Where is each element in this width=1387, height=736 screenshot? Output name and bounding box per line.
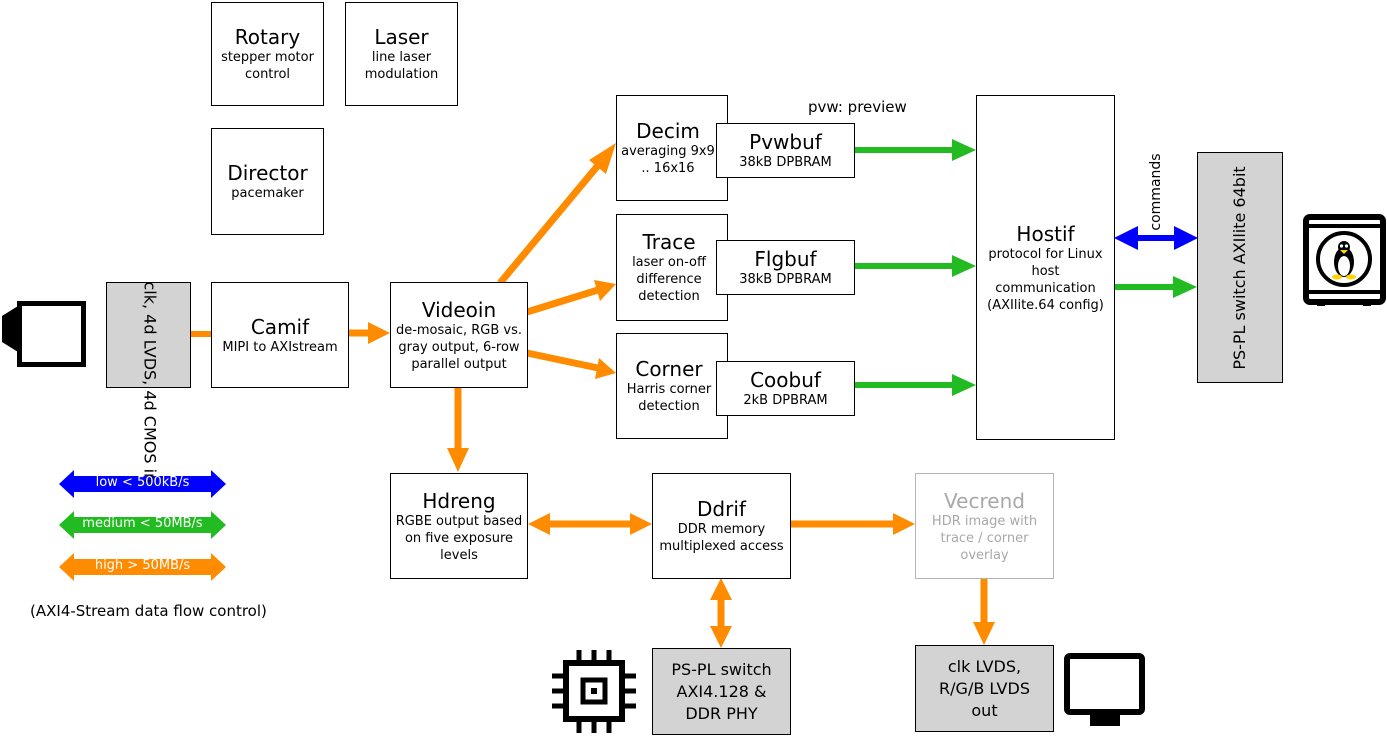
arrow-ddrif-psplswitch xyxy=(710,578,732,648)
trace-title: Trace xyxy=(642,230,696,254)
videoin-subtitle: de-mosaic, RGB vs. gray output, 6-row pa… xyxy=(395,322,523,372)
arrow-ddrif-to-vecrend xyxy=(790,513,915,535)
rotary-subtitle: stepper motor control xyxy=(221,50,314,82)
arrow-vecrend-to-lvds-out xyxy=(973,578,995,645)
block-pvwbuf: Pvwbuf 38kB DPBRAM xyxy=(716,123,855,178)
vecrend-title: Vecrend xyxy=(944,488,1025,513)
legend-arrow-low xyxy=(59,470,226,498)
decim-subtitle: averaging 9x9 .. 16x16 xyxy=(621,144,715,176)
videoin-title: Videoin xyxy=(421,297,497,322)
corner-subtitle: Harris corner detection xyxy=(626,382,712,414)
pvwbuf-title: Pvwbuf xyxy=(749,130,822,154)
block-hdreng: Hdreng RGBE output based on five exposur… xyxy=(390,473,528,579)
arrow-cmos-to-camif xyxy=(190,331,212,337)
arrow-videoin-to-trace xyxy=(525,280,616,316)
rotary-title: Rotary xyxy=(234,25,301,49)
arrow-hdreng-ddrif xyxy=(528,513,652,535)
camera-icon xyxy=(2,301,86,367)
block-laser: Laser line laser modulation xyxy=(345,2,458,106)
corner-title: Corner xyxy=(635,357,703,381)
lvds-out-label: clk LVDS, R/G/B LVDS out xyxy=(939,656,1030,720)
arrow-pvwbuf-to-hostif xyxy=(854,139,976,161)
block-flgbuf: Flgbuf 38kB DPBRAM xyxy=(716,240,855,295)
block-director: Director pacemaker xyxy=(211,128,324,235)
orange-arrows xyxy=(190,143,995,648)
block-trace: Trace laser on-off difference detection xyxy=(616,214,728,321)
arrow-camif-to-videoin xyxy=(348,322,390,344)
pvw-preview-label: pvw: preview xyxy=(808,98,907,116)
block-corner: Corner Harris corner detection xyxy=(616,333,728,439)
arrow-coobuf-to-hostif xyxy=(854,374,976,396)
ps-pl-axi4-label: PS-PL switch AXI4.128 & DDR PHY xyxy=(671,659,772,723)
decim-title: Decim xyxy=(636,119,700,143)
hostif-subtitle: protocol for Linux host communication (A… xyxy=(987,246,1104,313)
arrow-commands-bidirectional xyxy=(1114,226,1198,250)
trace-subtitle: laser on-off difference detection xyxy=(632,255,706,304)
camif-title: Camif xyxy=(250,314,310,339)
block-coobuf: Coobuf 2kB DPBRAM xyxy=(716,361,855,416)
arrow-flgbuf-to-hostif xyxy=(854,255,976,277)
legend-arrow-medium xyxy=(59,511,226,539)
vecrend-subtitle: HDR image with trace / corner overlay xyxy=(931,513,1038,563)
director-subtitle: pacemaker xyxy=(231,186,304,201)
laser-subtitle: line laser modulation xyxy=(364,50,439,82)
legend-medium-label: medium < 50MB/s xyxy=(82,516,203,531)
cmos-input-label: clk, 4d LVDS, 4d CMOS in xyxy=(140,281,160,484)
arrow-videoin-to-decim xyxy=(497,143,616,286)
flgbuf-subtitle: 38kB DPBRAM xyxy=(739,272,832,287)
camif-subtitle: MIPI to AXIstream xyxy=(222,339,338,355)
ps-pl-axilite-block: PS-PL switch AXIlite 64bit xyxy=(1197,152,1283,383)
ddrif-title: Ddrif xyxy=(697,497,746,521)
pvwbuf-subtitle: 38kB DPBRAM xyxy=(739,155,832,170)
arrow-videoin-to-hdreng xyxy=(447,387,469,472)
legend-high-label: high > 50MB/s xyxy=(94,558,191,573)
arrow-videoin-to-corner xyxy=(526,349,616,379)
flgbuf-title: Flgbuf xyxy=(754,247,817,271)
ps-pl-axilite-label: PS-PL switch AXIlite 64bit xyxy=(1230,166,1249,370)
hdreng-title: Hdreng xyxy=(422,488,496,513)
cmos-input-block: clk, 4d LVDS, 4d CMOS in xyxy=(106,281,191,484)
legend-arrow-high xyxy=(59,553,226,581)
arrow-hostif-to-axilite xyxy=(1114,276,1197,298)
legend-low-label: low < 500kB/s xyxy=(95,475,190,490)
hostif-title: Hostif xyxy=(1016,221,1075,246)
hdreng-subtitle: RGBE output based on five exposure level… xyxy=(395,513,523,563)
block-camif: Camif MIPI to AXIstream xyxy=(211,282,349,388)
coobuf-subtitle: 2kB DPBRAM xyxy=(743,393,828,408)
director-title: Director xyxy=(227,161,308,185)
block-ddrif: Ddrif DDR memory multiplexed access xyxy=(652,473,791,579)
block-rotary: Rotary stepper motor control xyxy=(211,2,324,106)
chip-icon xyxy=(552,650,636,733)
block-videoin: Videoin de-mosaic, RGB vs. gray output, … xyxy=(390,282,528,388)
monitor-icon xyxy=(1064,653,1145,726)
green-arrows xyxy=(854,139,1197,396)
lvds-out-block: clk LVDS, R/G/B LVDS out xyxy=(915,645,1054,732)
block-vecrend: Vecrend HDR image with trace / corner ov… xyxy=(915,473,1054,579)
laser-title: Laser xyxy=(374,25,429,49)
legend-note: (AXI4-Stream data flow control) xyxy=(30,602,267,620)
linux-server-icon xyxy=(1303,214,1386,306)
ddrif-subtitle: DDR memory multiplexed access xyxy=(659,522,784,554)
block-decim: Decim averaging 9x9 .. 16x16 xyxy=(616,95,728,201)
block-hostif: Hostif protocol for Linux host communica… xyxy=(976,95,1115,440)
commands-label: commands xyxy=(1148,153,1164,231)
ps-pl-axi4-block: PS-PL switch AXI4.128 & DDR PHY xyxy=(652,648,791,735)
coobuf-title: Coobuf xyxy=(750,368,821,392)
